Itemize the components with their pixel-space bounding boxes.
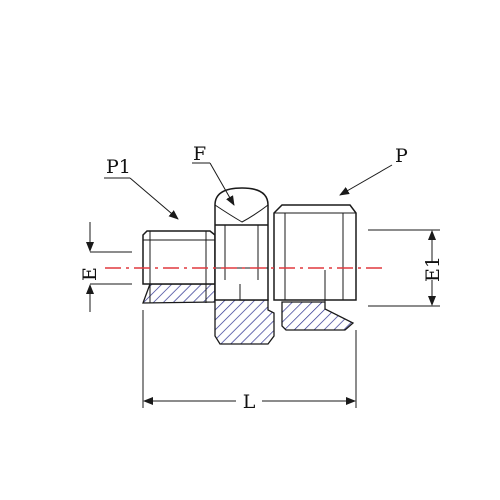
label-f: F	[193, 143, 206, 165]
dimension-l: L	[142, 310, 357, 413]
fitting-outline	[142, 187, 357, 303]
leader-f: F	[192, 143, 235, 206]
dimension-e1: E1	[368, 229, 444, 307]
leader-p: P	[339, 145, 408, 196]
hex-nut	[214, 187, 269, 301]
label-p1: P1	[106, 156, 131, 178]
label-e: E	[79, 267, 101, 281]
leader-p1: P1	[104, 156, 179, 220]
male-thread-end	[142, 230, 216, 285]
female-body	[273, 204, 357, 301]
label-p: P	[395, 145, 408, 167]
dimension-e: E	[79, 222, 132, 312]
label-e1: E1	[422, 256, 444, 282]
label-l: L	[243, 391, 256, 413]
